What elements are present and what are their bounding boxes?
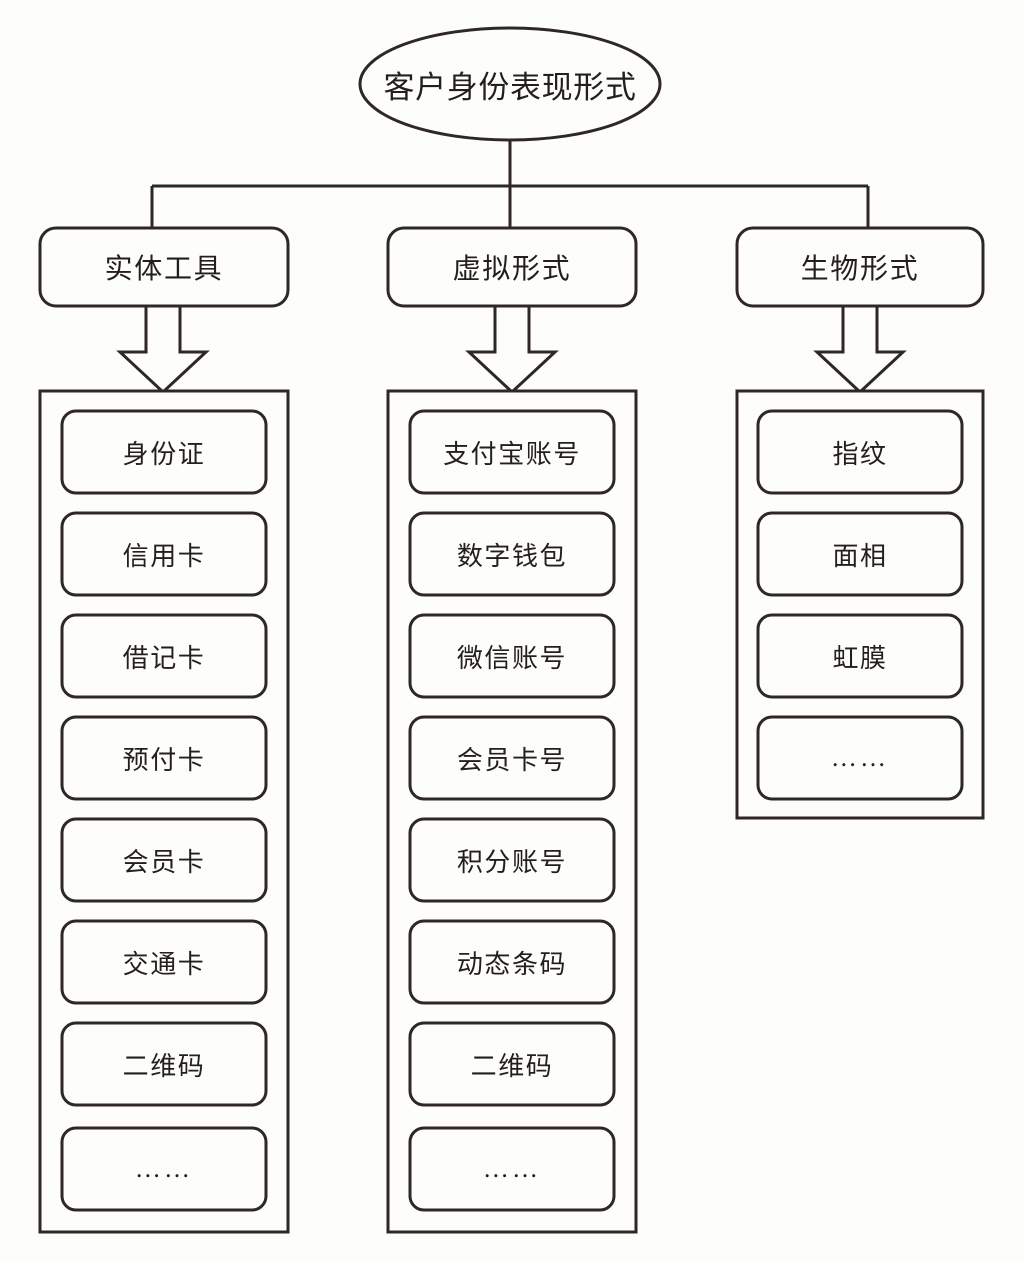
item-box[interactable] [60, 409, 268, 495]
item-label: 二维码 [122, 1051, 206, 1081]
item-boxes-virtual [408, 409, 616, 1212]
item-box[interactable] [408, 1126, 616, 1212]
item-label: 面相 [832, 541, 888, 571]
item-label: 会员卡 [122, 847, 206, 877]
item-box[interactable] [756, 715, 964, 801]
item-box[interactable] [408, 613, 616, 699]
item-label: 预付卡 [122, 745, 206, 775]
item-box[interactable] [756, 613, 964, 699]
item-boxes-biometric [756, 409, 964, 801]
item-box[interactable] [60, 817, 268, 903]
item-label: 指纹 [832, 439, 888, 469]
item-box[interactable] [60, 613, 268, 699]
item-label: 借记卡 [122, 643, 206, 673]
category-label-virtual: 虚拟形式 [452, 254, 572, 285]
item-box[interactable] [408, 919, 616, 1005]
item-box[interactable] [408, 511, 616, 597]
item-box[interactable] [756, 511, 964, 597]
item-label: 二维码 [470, 1051, 554, 1081]
item-box[interactable] [408, 817, 616, 903]
item-box[interactable] [756, 409, 964, 495]
item-box[interactable] [408, 409, 616, 495]
item-label-ellipsis: …… [482, 1154, 542, 1183]
item-box[interactable] [60, 715, 268, 801]
item-box[interactable] [60, 511, 268, 597]
item-box[interactable] [60, 1021, 268, 1107]
category-label-physical: 实体工具 [104, 254, 224, 285]
down-block-arrow-icon-virtual [465, 304, 559, 395]
category-label-biometric: 生物形式 [800, 254, 920, 285]
item-label-ellipsis: …… [830, 743, 890, 772]
down-block-arrow-icon-physical [116, 304, 210, 395]
item-box[interactable] [408, 1021, 616, 1107]
item-boxes-physical [60, 409, 268, 1212]
item-box[interactable] [408, 715, 616, 801]
root-node-label: 客户身份表现形式 [383, 69, 637, 105]
item-box[interactable] [60, 919, 268, 1005]
item-label: 交通卡 [122, 949, 206, 979]
item-label: 积分账号 [456, 847, 568, 877]
tree-connectors [150, 140, 870, 228]
item-label: 虹膜 [832, 643, 888, 673]
item-label: 支付宝账号 [443, 439, 581, 469]
item-label: 身份证 [122, 439, 206, 469]
item-label: 会员卡号 [456, 745, 568, 775]
item-label: 动态条码 [456, 949, 568, 979]
down-block-arrow-icon-biometric [813, 304, 907, 395]
item-box[interactable] [60, 1126, 268, 1212]
item-label: 信用卡 [122, 541, 206, 571]
item-label-ellipsis: …… [134, 1154, 194, 1183]
item-label: 微信账号 [456, 643, 568, 673]
item-label: 数字钱包 [456, 541, 568, 571]
